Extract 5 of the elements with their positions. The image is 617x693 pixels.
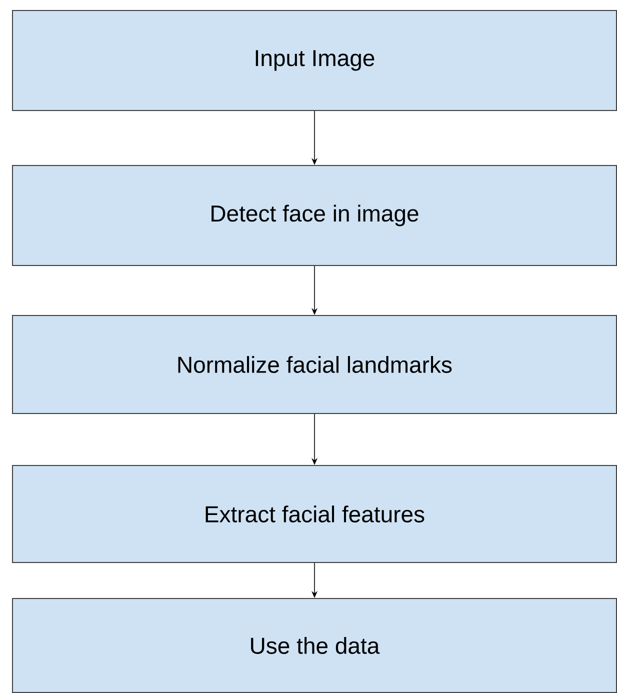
process-box: Input Image — [12, 10, 617, 111]
process-box: Use the data — [12, 598, 617, 693]
process-box: Detect face in image — [12, 165, 617, 266]
process-box: Extract facial features — [12, 465, 617, 563]
process-box: Normalize facial landmarks — [12, 315, 617, 414]
